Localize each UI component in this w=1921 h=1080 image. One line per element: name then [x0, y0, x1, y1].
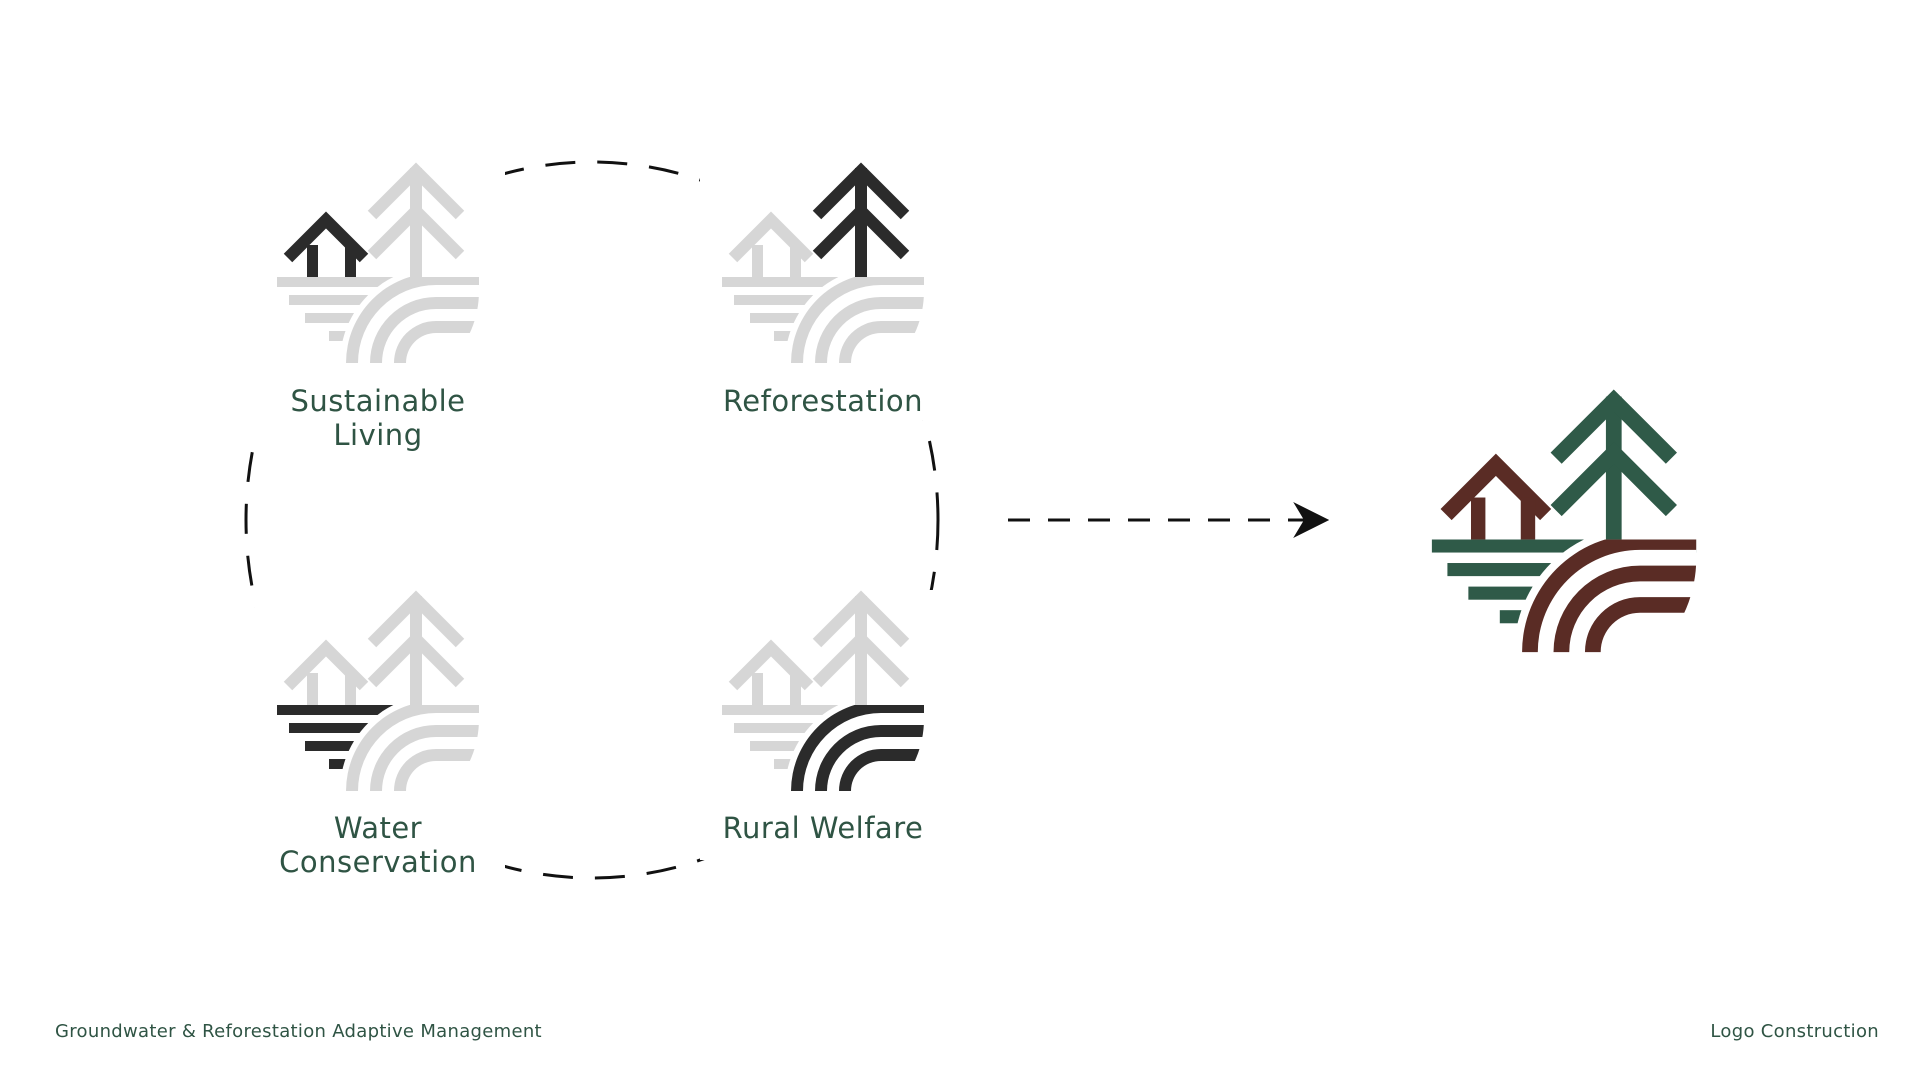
tree-mark [812, 162, 910, 277]
label-sustainable-living: Sustainable Living [290, 384, 466, 452]
label-water-conservation: Water Conservation [279, 811, 477, 879]
tree-mark [367, 162, 465, 277]
tree-mark [1550, 389, 1677, 540]
rural-welfare-icon [722, 590, 924, 801]
footer-page-title: Logo Construction [1710, 1021, 1879, 1042]
house-mark [728, 211, 814, 277]
house-mark [283, 211, 369, 277]
tree-mark [812, 590, 910, 705]
house-mark [1440, 453, 1552, 540]
house-mark [728, 639, 814, 705]
label-reforestation: Reforestation [722, 384, 924, 418]
label-rural-welfare: Rural Welfare [722, 811, 924, 845]
tree-mark [367, 590, 465, 705]
dashed-cycle-ring [244, 160, 940, 880]
footer-project-name: Groundwater & Reforestation Adaptive Man… [55, 1021, 542, 1042]
final-logo-icon [1431, 389, 1697, 666]
water-conservation-icon [277, 590, 479, 801]
house-mark [283, 639, 369, 705]
